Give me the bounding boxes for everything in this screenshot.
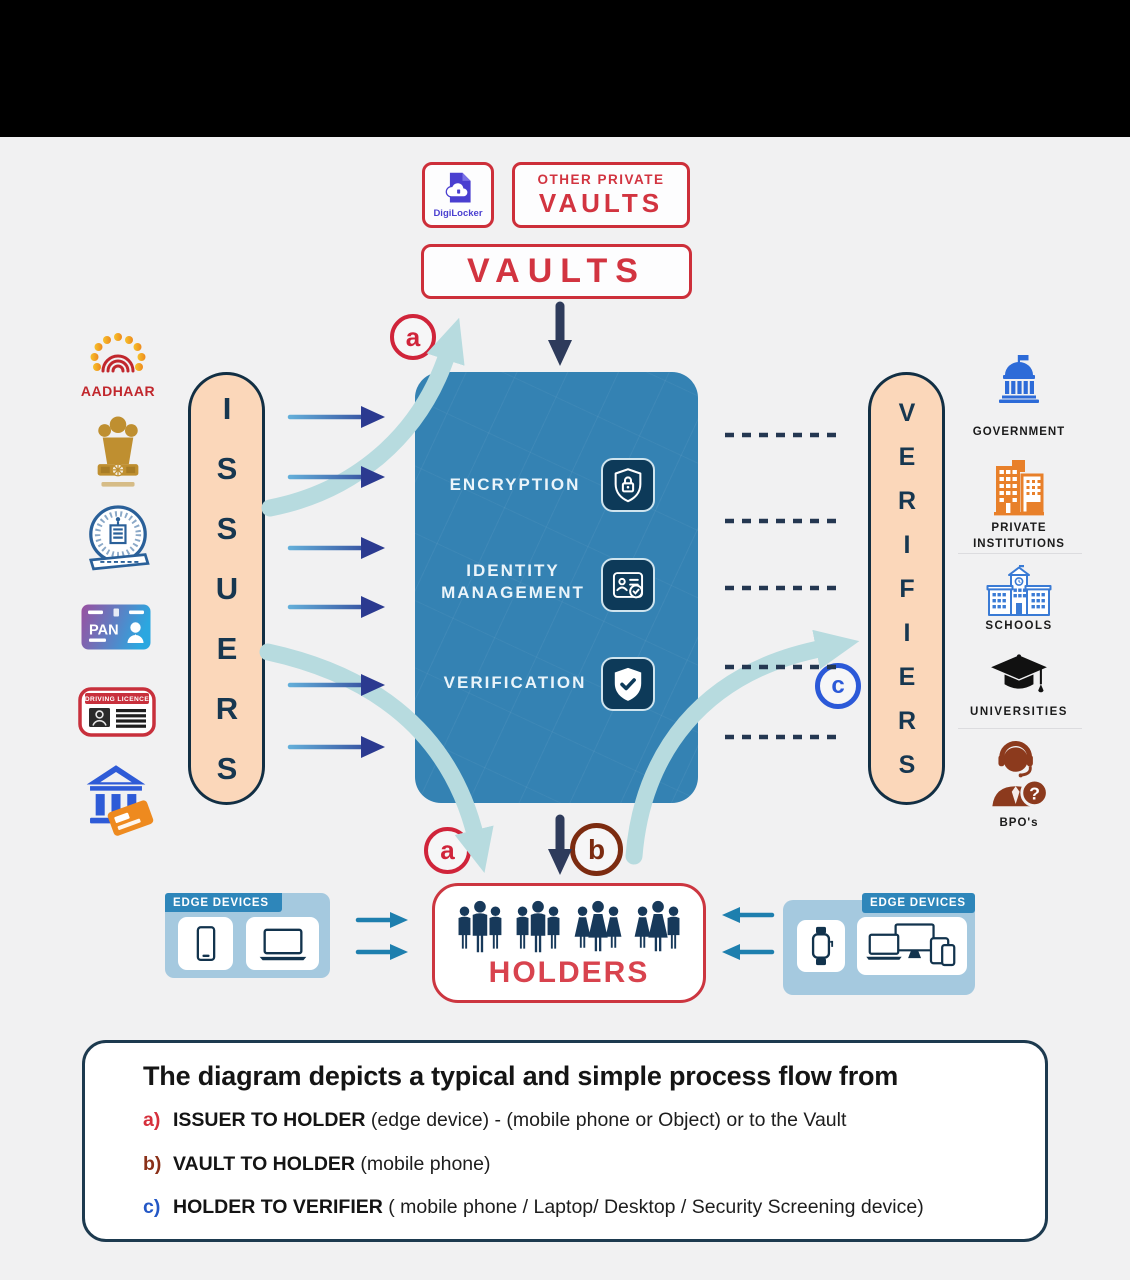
government-icon — [999, 355, 1039, 403]
vaults-label: VAULTS — [467, 252, 646, 290]
verifier-divider-2 — [958, 728, 1082, 729]
digilocker-icon — [445, 172, 471, 203]
aadhaar-label: AADHAAR — [80, 383, 156, 399]
verifiers-label: VERIFIERS — [893, 398, 921, 795]
flow-c-letter: c — [831, 672, 845, 699]
national-emblem-icon — [97, 416, 139, 487]
legend-item-a: a) ISSUER TO HOLDER (edge device) - (mobi… — [143, 1109, 846, 1132]
legend-title: The diagram depicts a typical and simple… — [143, 1061, 899, 1091]
verification-label: VERIFICATION — [443, 673, 587, 692]
cbse-seal-icon — [89, 505, 150, 571]
edge-devices-left-tab: EDGE DEVICES — [165, 893, 282, 912]
smartphone-tile — [178, 917, 233, 970]
flow-c-badge: c — [815, 663, 861, 709]
flow-a-top-badge: a — [390, 314, 436, 360]
flow-a-bottom-badge: a — [424, 827, 471, 874]
identity-management-tile — [601, 558, 655, 612]
legend-key-c: c) — [143, 1196, 161, 1218]
schools-icon — [986, 565, 1052, 616]
encryption-tile — [601, 458, 655, 512]
legend-name-a: ISSUER TO HOLDER — [173, 1109, 366, 1131]
flow-a-top-letter: a — [405, 321, 421, 352]
multi-device-tile — [857, 917, 967, 975]
top-black-bar — [0, 0, 1130, 137]
edge-devices-left-label: EDGE DEVICES — [173, 896, 269, 909]
laptop-tile — [246, 917, 319, 970]
edge-devices-right-label: EDGE DEVICES — [870, 897, 966, 909]
pan-label: PAN — [89, 623, 119, 639]
driving-licence-label: DRIVING LICENCE — [85, 696, 149, 703]
pan-card-icon: PAN — [81, 604, 151, 650]
laptop-icon — [259, 928, 306, 960]
smartwatch-icon — [811, 926, 834, 966]
legend-name-c: HOLDER TO VERIFIER — [173, 1196, 383, 1218]
flow-b-letter: b — [587, 833, 606, 865]
vaults-box: VAULTS — [421, 244, 692, 299]
holders-box: HOLDERS — [432, 883, 706, 1003]
universities-icon — [991, 654, 1047, 693]
flow-a-bottom-letter: a — [440, 835, 455, 865]
holders-label: HOLDERS — [488, 956, 650, 989]
legend-key-b: b) — [143, 1153, 162, 1175]
svg-text:?: ? — [1029, 784, 1040, 804]
verifiers-pill: VERIFIERS — [868, 372, 945, 805]
smartphone-icon — [196, 925, 215, 961]
id-card-check-icon — [612, 572, 644, 599]
edge-devices-right-tab: EDGE DEVICES — [862, 893, 975, 913]
verification-tile — [601, 657, 655, 711]
shield-lock-icon — [614, 468, 642, 503]
private-institutions-label: PRIVATE INSTITUTIONS — [973, 522, 1065, 550]
private-institutions-icon — [994, 460, 1044, 516]
identity-management-label: IDENTITY MANAGEMENT — [441, 561, 585, 603]
flow-b-badge: b — [570, 823, 623, 876]
issuer-aadhaar: AADHAAR — [72, 333, 164, 399]
holders-people-icon — [458, 900, 680, 953]
bpo-label: BPO's — [999, 817, 1039, 829]
legend-detail-c: ( mobile phone / Laptop/ Desktop / Secur… — [382, 1196, 924, 1218]
legend-item-b: b) VAULT TO HOLDER (mobile phone) — [143, 1153, 491, 1176]
legend-item-c: c) HOLDER TO VERIFIER ( mobile phone / La… — [143, 1196, 924, 1219]
encryption-label: ENCRYPTION — [449, 475, 581, 494]
universities-label: UNIVERSITIES — [970, 706, 1068, 718]
bpo-icon: ? — [992, 741, 1049, 808]
digilocker-box: DigiLocker — [422, 162, 494, 228]
core-platform-box: ENCRYPTION IDENTITY MANAGEMENT — [415, 372, 698, 803]
aadhaar-logo-icon — [90, 333, 146, 373]
digilocker-label: DigiLocker — [433, 208, 483, 219]
multi-device-icon — [866, 923, 956, 967]
legend-name-b: VAULT TO HOLDER — [173, 1153, 355, 1175]
bank-icon — [86, 765, 154, 836]
driving-licence-icon: DRIVING LICENCE — [78, 687, 156, 737]
other-private-vaults-line2: VAULTS — [538, 187, 664, 218]
issuers-label: ISSUERS — [209, 391, 245, 811]
legend-box: The diagram depicts a typical and simple… — [82, 1040, 1048, 1242]
other-private-vaults-line1: OTHER PRIVATE — [537, 171, 665, 187]
legend-detail-b: (mobile phone) — [355, 1153, 491, 1175]
issuers-pill: ISSUERS — [188, 372, 265, 811]
shield-check-icon — [614, 667, 642, 701]
schools-label: SCHOOLS — [985, 620, 1053, 632]
legend-detail-a: (edge device) - (mobile phone or Object)… — [365, 1109, 847, 1131]
verifier-divider-1 — [958, 553, 1082, 554]
smartwatch-tile — [797, 920, 845, 972]
government-label: GOVERNMENT — [972, 426, 1066, 438]
other-private-vaults-box: OTHER PRIVATE VAULTS — [512, 162, 690, 228]
legend-key-a: a) — [143, 1109, 161, 1131]
